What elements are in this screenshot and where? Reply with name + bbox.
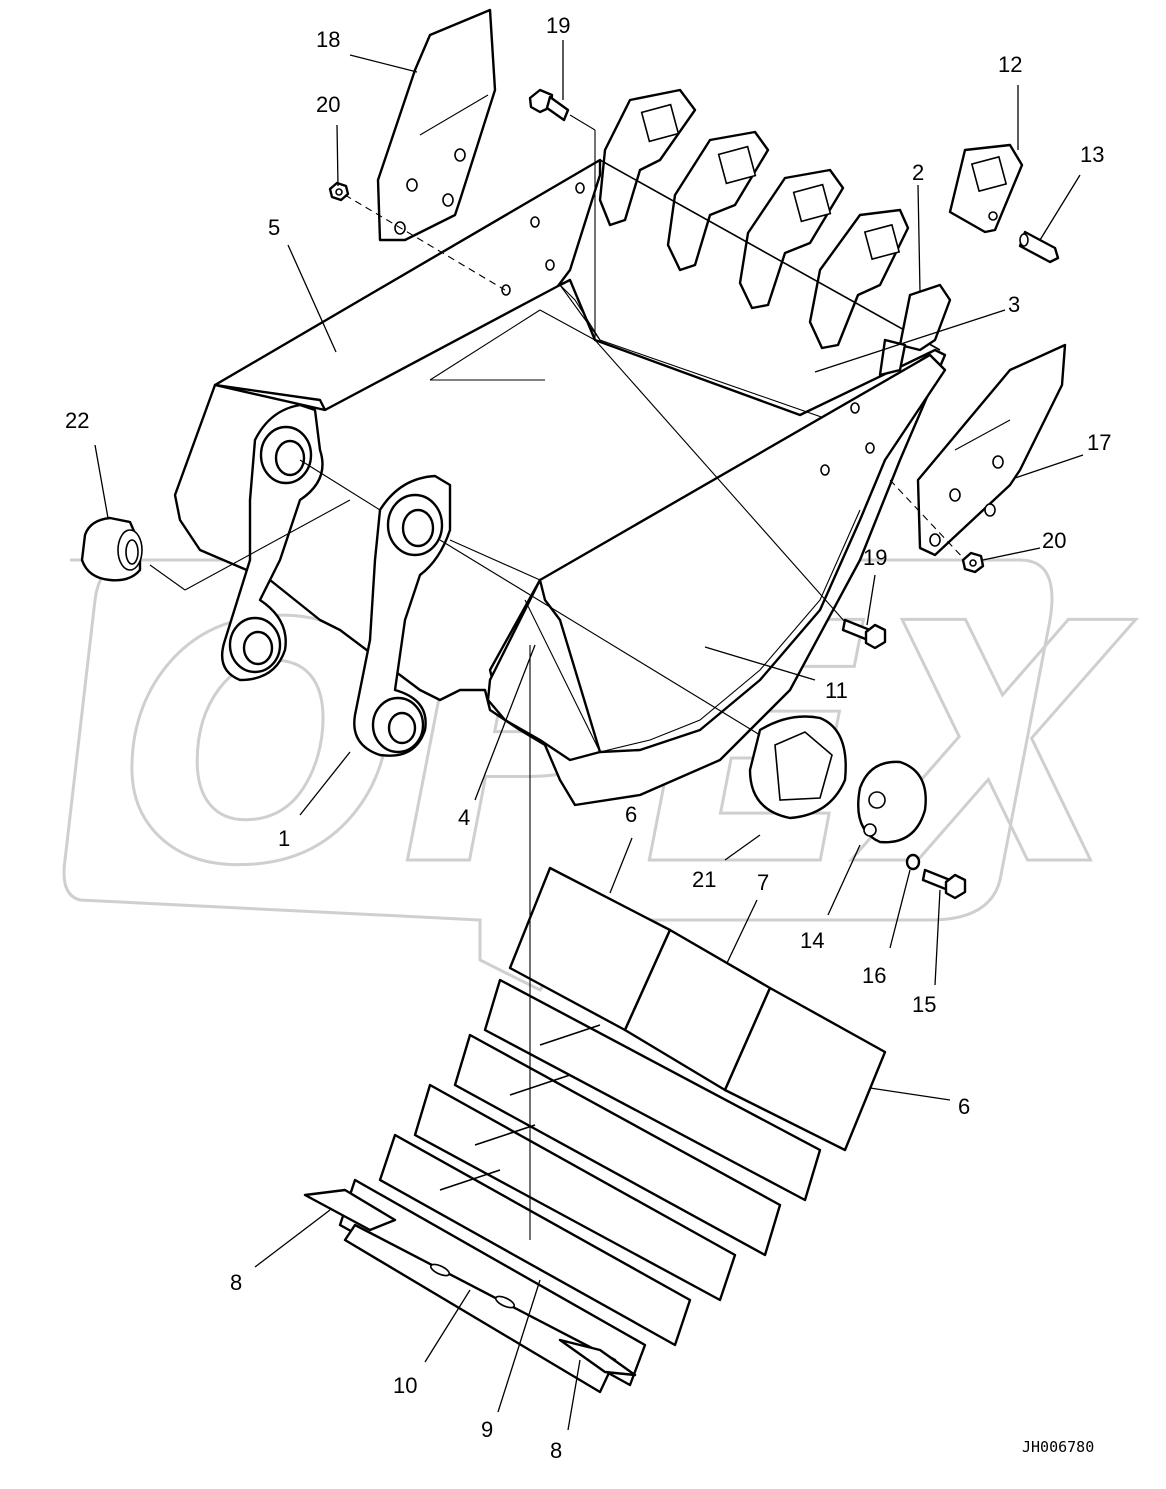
wear-strips — [338, 978, 822, 1394]
callout-9: 9 — [481, 1417, 493, 1442]
pin-13 — [1018, 230, 1060, 264]
callout-14: 14 — [800, 928, 824, 953]
adapter-2 — [878, 283, 952, 377]
drawing-number: JH006780 — [1022, 1438, 1094, 1456]
callout-8-left: 8 — [230, 1270, 242, 1295]
boss-plate-right — [299, 459, 541, 757]
centerlines — [149, 114, 966, 1240]
callout-2: 2 — [912, 160, 924, 185]
callout-6-upper: 6 — [625, 802, 637, 827]
callout-15: 15 — [912, 992, 936, 1017]
shim-21 — [748, 715, 847, 820]
callout-12: 12 — [998, 52, 1022, 77]
tooth-1 — [598, 88, 697, 227]
callout-20-right: 20 — [1042, 528, 1066, 553]
callout-22: 22 — [65, 408, 89, 433]
callout-labels: 18 20 19 12 13 2 3 5 22 17 20 19 11 4 1 … — [65, 13, 1111, 1463]
bolt-19-top — [528, 88, 570, 122]
callout-20-left: 20 — [316, 92, 340, 117]
side-cutter-17 — [916, 343, 1067, 557]
callout-17: 17 — [1087, 430, 1111, 455]
nut-20-left — [328, 181, 350, 202]
callout-10: 10 — [393, 1373, 417, 1398]
callout-11: 11 — [825, 678, 848, 703]
callout-4: 4 — [458, 805, 470, 830]
callout-21: 21 — [692, 867, 716, 892]
callout-1: 1 — [278, 826, 290, 851]
callout-8-bottom: 8 — [550, 1438, 562, 1463]
tooth-12 — [948, 143, 1024, 234]
wear-plate-6-lower — [723, 986, 887, 1152]
washer-16 — [905, 853, 921, 871]
side-cutter-18 — [376, 8, 497, 242]
bucket-front-face-4 — [486, 578, 602, 762]
corner-plate-8-left — [303, 1188, 397, 1232]
leader-lines — [94, 40, 1084, 1431]
tooth-2 — [666, 130, 770, 272]
callout-19-top: 19 — [546, 13, 570, 38]
tooth-3 — [738, 168, 845, 310]
bolt-19-mid — [841, 618, 887, 650]
bolt-15 — [921, 868, 967, 900]
callout-7: 7 — [757, 870, 769, 895]
callout-6-lower: 6 — [958, 1094, 970, 1119]
callout-19-mid: 19 — [863, 545, 887, 570]
bushing-22 — [80, 516, 143, 582]
teeth-row — [598, 88, 941, 351]
callout-3: 3 — [1008, 292, 1020, 317]
cover-14 — [857, 760, 927, 844]
tooth-4 — [808, 208, 910, 350]
callout-18: 18 — [316, 27, 340, 52]
callout-5: 5 — [268, 215, 280, 240]
nut-20-right — [961, 551, 985, 574]
corner-plate-8-right — [558, 1338, 637, 1377]
callout-13: 13 — [1080, 142, 1104, 167]
callout-16: 16 — [862, 963, 886, 988]
